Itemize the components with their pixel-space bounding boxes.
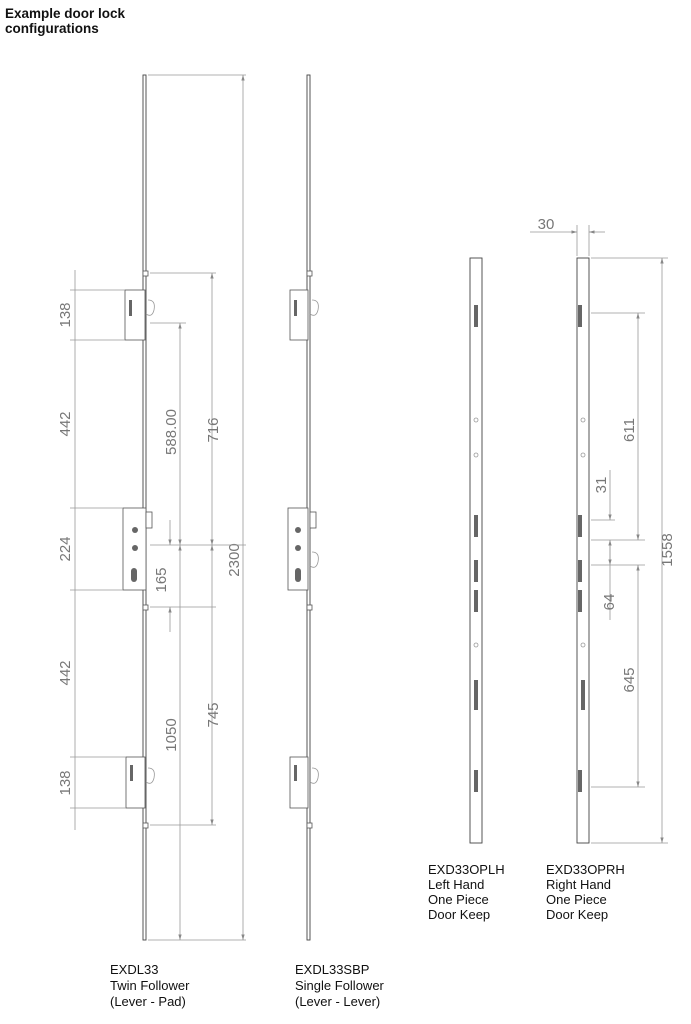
dim-611: 611 — [621, 418, 638, 442]
caption-model: EXDL33SBP — [295, 962, 369, 977]
top-hook-case — [289, 289, 309, 341]
caption-line-3: (Lever - Pad) — [110, 994, 186, 1009]
lock-strip — [142, 74, 147, 941]
keep-strip — [469, 257, 483, 844]
dim-745: 745 — [205, 702, 222, 727]
dim-lower-span: 442 — [57, 660, 74, 685]
caption-line-2: Twin Follower — [110, 978, 190, 993]
dim-64: 64 — [601, 594, 618, 611]
keep-strip — [576, 257, 590, 844]
dim-1558: 1558 — [659, 533, 676, 566]
caption-model: EXD33OPLH — [428, 862, 505, 877]
bottom-hook-case — [289, 756, 309, 809]
dim-716: 716 — [205, 417, 222, 442]
caption-line-4: Door Keep — [428, 907, 490, 922]
dim-upper-span: 442 — [57, 411, 74, 436]
caption-line-3: (Lever - Lever) — [295, 994, 380, 1009]
caption-line-2: Right Hand — [546, 877, 611, 892]
dim-1050: 1050 — [163, 718, 180, 751]
dim-588: 588.00 — [163, 409, 180, 455]
dim-top-case: 138 — [57, 302, 74, 327]
latch — [145, 511, 153, 529]
keep-left-hand: EXD33OPLH Left Hand One Piece Door Keep — [428, 257, 505, 922]
lock-single-follower: EXDL33SBP Single Follower (Lever - Lever… — [287, 74, 385, 1009]
caption-model: EXDL33 — [110, 962, 158, 977]
top-hook-case — [124, 289, 146, 341]
bottom-hook-case — [125, 756, 146, 809]
lock-twin-follower: 2300 138 442 224 442 138 588.00 716 165 … — [57, 74, 246, 1009]
dim-bottom-case: 138 — [57, 770, 74, 795]
dim-center-case: 224 — [57, 536, 74, 561]
lock-strip — [306, 74, 311, 941]
caption-line-4: Door Keep — [546, 907, 608, 922]
caption-line-3: One Piece — [428, 892, 489, 907]
caption-line-2: Single Follower — [295, 978, 385, 993]
dim-width: 30 — [538, 216, 555, 233]
diagram-title: Example door lock configurations — [5, 6, 125, 36]
caption-model: EXD33OPRH — [546, 862, 625, 877]
dim-2300: 2300 — [226, 543, 243, 576]
top-hook — [145, 299, 155, 316]
title-line-1: Example door lock — [5, 6, 126, 21]
caption-line-2: Left Hand — [428, 877, 484, 892]
dim-165: 165 — [153, 567, 170, 592]
title-line-2: configurations — [5, 21, 99, 36]
caption-line-3: One Piece — [546, 892, 607, 907]
dim-31: 31 — [593, 477, 610, 494]
keep-right-hand: 30 1558 611 31 64 645 EXD33OPRH Right Ha… — [530, 216, 676, 922]
bottom-hook — [145, 767, 155, 784]
dim-645: 645 — [621, 667, 638, 692]
